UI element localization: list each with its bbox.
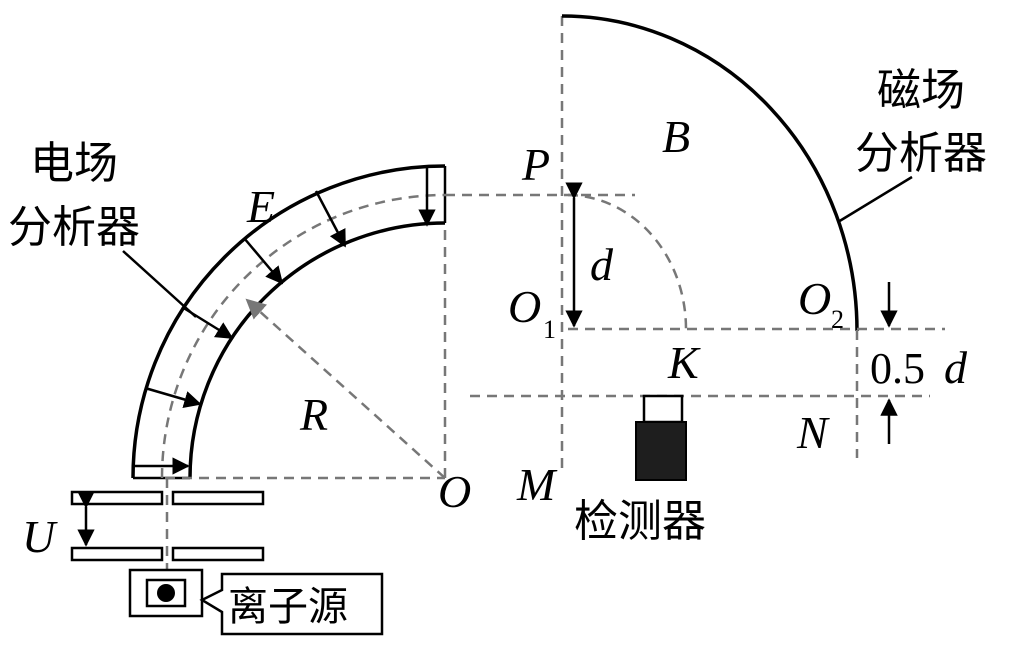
label-U: U <box>22 511 58 562</box>
label-M: M <box>516 459 558 510</box>
label-B: B <box>662 111 690 162</box>
e-field-arrow <box>243 237 284 285</box>
detector-label: 检测器 <box>574 496 706 547</box>
radius-line <box>245 298 446 479</box>
label-offset-d: d <box>944 342 968 393</box>
label-R: R <box>299 389 328 440</box>
magnet-outer-arc <box>561 14 859 332</box>
label-O2-sub: 2 <box>831 305 844 334</box>
ion-source-label: 离子源 <box>228 584 348 630</box>
label-N: N <box>796 407 830 458</box>
ion-path-arc <box>160 193 446 479</box>
label-P: P <box>521 139 550 190</box>
detector-body <box>635 421 687 481</box>
electric-field-arrows <box>133 168 436 475</box>
label-O1: O <box>508 281 541 332</box>
detector-top <box>642 394 684 424</box>
ion-path-in-magnet <box>567 193 688 330</box>
label-O1-sub: 1 <box>543 315 556 344</box>
magnet-callout-line <box>837 175 913 224</box>
upper-plate-right <box>171 490 265 506</box>
label-O2: O <box>798 273 831 324</box>
label-E: E <box>246 181 275 232</box>
magnetic-field-label-1: 磁场 <box>877 65 965 116</box>
label-offset-value: 0.5 <box>870 344 925 393</box>
label-d: d <box>590 239 614 290</box>
label-O: O <box>438 466 471 517</box>
ion-source-callout <box>199 572 384 636</box>
electric-callout-line <box>122 250 197 318</box>
ion-source-dot <box>157 584 175 602</box>
electric-field-label-1: 电场 <box>30 138 118 189</box>
upper-plate-left <box>70 490 164 506</box>
magnetic-field-label-2: 分析器 <box>855 128 987 179</box>
lower-plate-right <box>171 546 265 562</box>
electric-analyzer-inner-arc <box>188 221 446 479</box>
electric-field-label-2: 分析器 <box>8 202 140 253</box>
e-field-arrow <box>314 190 347 248</box>
e-field-arrow <box>144 386 202 409</box>
label-K: K <box>667 337 701 388</box>
lower-plate-left <box>70 546 164 562</box>
electric-analyzer-outer-arc <box>131 164 446 479</box>
